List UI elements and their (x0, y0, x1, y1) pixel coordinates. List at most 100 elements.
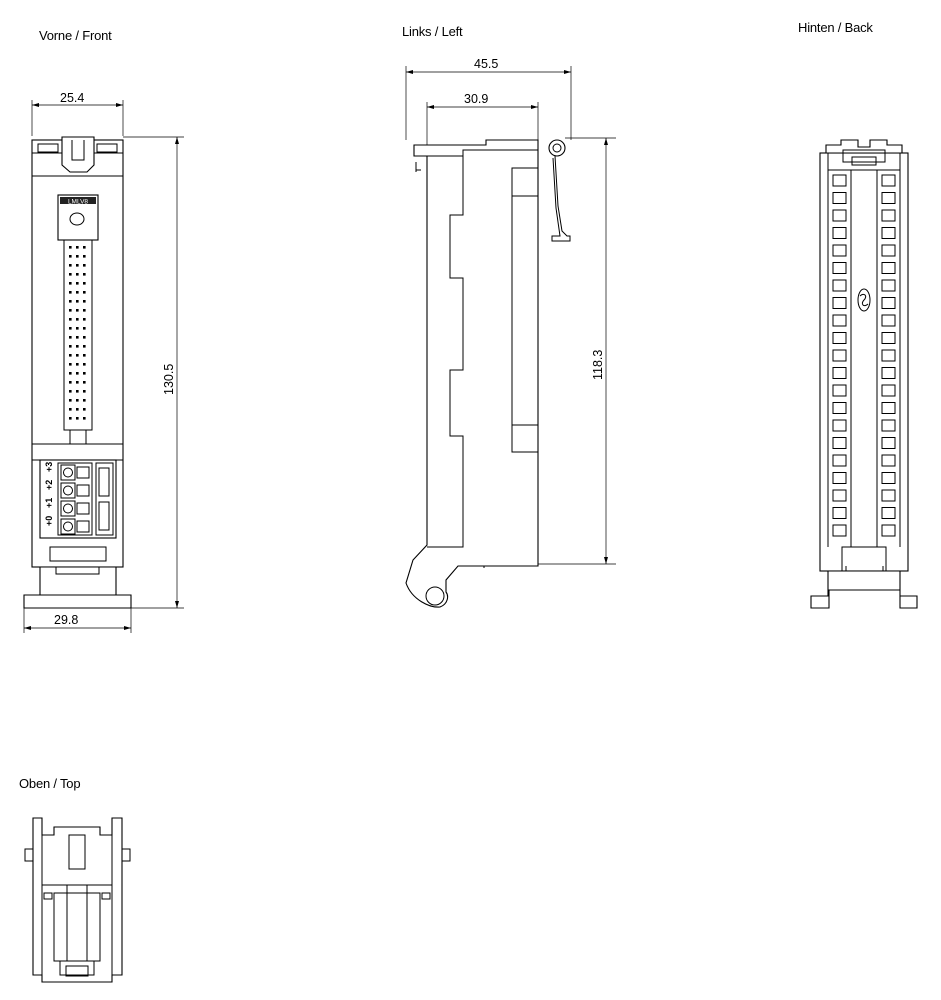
back-slot (832, 209, 847, 222)
pin-dot (76, 255, 79, 258)
front-label-plate-text: LMLV8 (68, 199, 88, 206)
pin-dot (76, 318, 79, 321)
back-slot (832, 314, 847, 327)
terminal-slot (60, 482, 76, 499)
back-slot (881, 454, 896, 467)
pin-dot (83, 246, 86, 249)
pin-dot (76, 390, 79, 393)
back-slot (881, 314, 896, 327)
front-width-top-dimension: 25.4 (31, 91, 124, 136)
back-slot (832, 227, 847, 239)
left-body (405, 139, 539, 608)
terminal-label-2: +2 (44, 480, 54, 490)
left-view: 45.5 30.9 (405, 57, 616, 608)
terminal-label-3: +3 (44, 462, 54, 472)
back-slot (832, 332, 847, 344)
terminal-clamp (76, 502, 90, 515)
back-slot (832, 384, 847, 397)
pin-dot (69, 282, 72, 285)
pin-dot (69, 345, 72, 348)
left-latch (548, 139, 571, 242)
terminal-screw-icon (63, 467, 73, 478)
pin-dot (83, 291, 86, 294)
pin-dot (69, 336, 72, 339)
pin-dot (76, 354, 79, 357)
pin-dot (69, 255, 72, 258)
back-slot-columns (832, 174, 896, 537)
pin-dot (83, 417, 86, 420)
pin-dot (83, 273, 86, 276)
pin-dot (76, 327, 79, 330)
pin-dot (83, 345, 86, 348)
front-height-label: 130.5 (162, 364, 176, 395)
terminal-clamp (76, 520, 90, 533)
back-slot (881, 279, 896, 292)
pin-dot (76, 282, 79, 285)
front-width-bottom-dimension: 29.8 (23, 608, 132, 633)
pin-dot (69, 309, 72, 312)
pin-dot (83, 264, 86, 267)
pin-dot (83, 300, 86, 303)
back-slot (832, 402, 847, 414)
pin-dot (83, 408, 86, 411)
pin-dot (76, 372, 79, 375)
pin-dot (83, 327, 86, 330)
pin-dot (83, 282, 86, 285)
pin-dot (76, 408, 79, 411)
back-slot (881, 437, 896, 449)
front-width-top-label: 25.4 (60, 91, 84, 105)
back-slot (832, 174, 847, 187)
pin-dot (69, 381, 72, 384)
back-slot (881, 192, 896, 204)
back-slot (832, 297, 847, 309)
pin-dot (76, 264, 79, 267)
pin-dot (76, 345, 79, 348)
pin-dot (83, 354, 86, 357)
pin-dot (69, 327, 72, 330)
back-slot (881, 262, 896, 274)
back-slot (881, 227, 896, 239)
pin-dot (69, 354, 72, 357)
back-slot (832, 244, 847, 257)
pin-dot (69, 246, 72, 249)
back-slot (832, 472, 847, 484)
front-rail-foot (23, 566, 132, 609)
back-logo-icon (857, 288, 871, 312)
back-slot (881, 419, 896, 432)
terminal-slot (60, 500, 76, 517)
pin-dot (83, 399, 86, 402)
pin-dot (69, 417, 72, 420)
back-slot (881, 209, 896, 222)
back-slot (832, 279, 847, 292)
pin-dot (69, 372, 72, 375)
front-width-bottom-label: 29.8 (54, 613, 78, 627)
top-view-title: Oben / Top (19, 776, 81, 791)
back-slot (881, 349, 896, 362)
top-view (24, 817, 131, 983)
back-slot (881, 174, 896, 187)
back-slot (832, 367, 847, 379)
back-slot (881, 489, 896, 502)
back-slot (881, 384, 896, 397)
back-slot (881, 402, 896, 414)
pin-dot (69, 264, 72, 267)
terminal-slot (60, 464, 76, 481)
back-slot (832, 192, 847, 204)
back-slot (832, 419, 847, 432)
terminal-screw-icon (63, 521, 73, 532)
back-latch-top (825, 139, 903, 154)
back-slot (881, 472, 896, 484)
back-slot (832, 349, 847, 362)
pin-dot (83, 255, 86, 258)
front-view-title: Vorne / Front (39, 28, 112, 43)
back-slot (832, 437, 847, 449)
terminal-clamp (76, 466, 90, 479)
back-slot (832, 507, 847, 519)
pin-dot (76, 291, 79, 294)
pin-dot (83, 318, 86, 321)
front-height-dimension: 130.5 (123, 136, 184, 609)
left-depth-partial-label: 30.9 (464, 92, 488, 106)
pin-dot (69, 318, 72, 321)
pin-dot (83, 336, 86, 339)
back-slot (832, 489, 847, 502)
